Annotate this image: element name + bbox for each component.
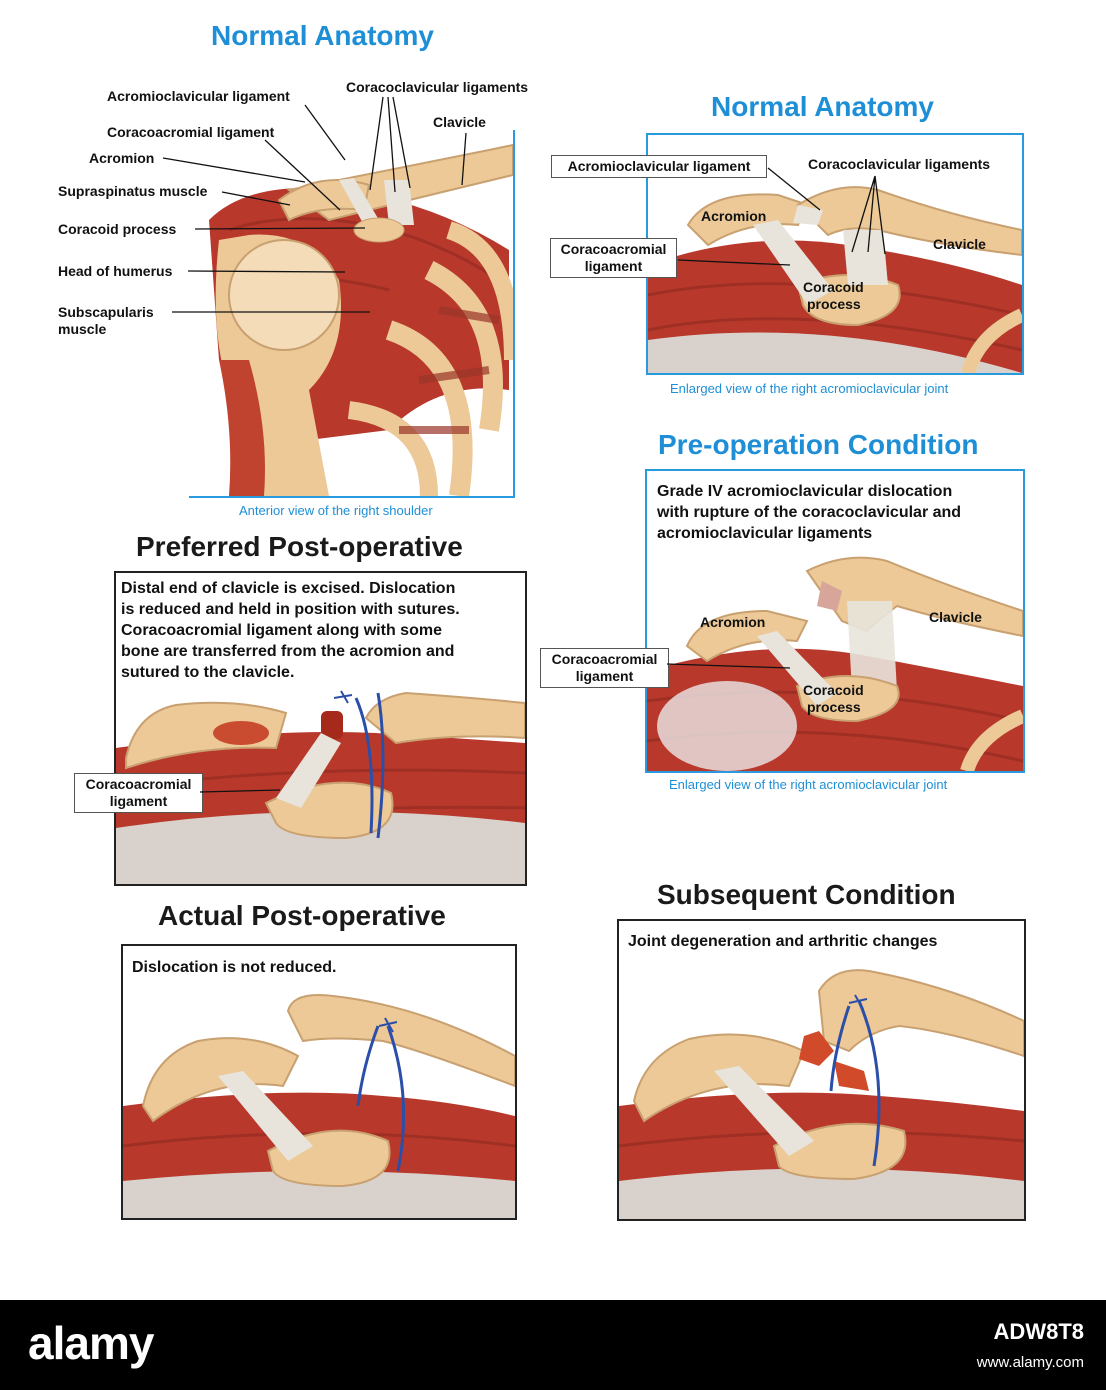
label-coracoid-line1-3: Coracoid: [803, 682, 864, 698]
preop-desc-line2: with rupture of the coracoclavicular and: [657, 504, 962, 521]
label-clavicle-2: Clavicle: [933, 236, 986, 252]
label-clavicle-3: Clavicle: [929, 609, 982, 625]
alamy-logo: alamy: [28, 1317, 154, 1369]
anterior-caption: Anterior view of the right shoulder: [239, 503, 433, 518]
watermark-footer: alamy ADW8T8 www.alamy.com: [0, 1300, 1106, 1390]
label-clavicle: Clavicle: [433, 114, 486, 130]
label-coracoclavicular-ligaments-2: Coracoclavicular ligaments: [808, 156, 991, 172]
coracoacromial-line1: Coracoacromial: [560, 241, 667, 257]
preferred-desc-line3: Coracoacromial ligament along with some: [121, 622, 442, 639]
label-coracoacromial-box-4: Coracoacromial ligament: [74, 773, 203, 813]
subsequent-illustration: [619, 921, 1024, 1219]
coracoacromial-line1-3: Coracoacromial: [551, 651, 658, 667]
label-subscapularis-line1: Subscapularis: [58, 304, 154, 320]
preferred-desc-line1: Distal end of clavicle is excised. Dislo…: [121, 580, 456, 597]
preferred-description: Distal end of clavicle is excised. Dislo…: [121, 578, 460, 683]
enlarged-normal-caption: Enlarged view of the right acromioclavic…: [670, 381, 949, 396]
coracoacromial-line2-4: ligament: [109, 793, 168, 809]
subsequent-panel: [617, 919, 1026, 1221]
coracoacromial-line2: ligament: [584, 258, 643, 274]
actual-illustration: [123, 946, 515, 1218]
label-coracoid-line2-3: process: [807, 699, 861, 715]
label-supraspinatus-muscle: Supraspinatus muscle: [58, 183, 208, 199]
label-acromion-3: Acromion: [700, 614, 766, 630]
label-acromion: Acromion: [89, 150, 155, 166]
preop-title: Pre-operation Condition: [658, 429, 979, 460]
coracoacromial-line1-4: Coracoacromial: [85, 776, 192, 792]
enlarged-normal-title: Normal Anatomy: [711, 91, 935, 122]
anterior-view-illustration: [189, 130, 513, 496]
label-acromion-2: Acromion: [701, 208, 767, 224]
label-coracoclavicular-ligaments: Coracoclavicular ligaments: [346, 79, 529, 95]
label-coracoacromial-box-3: Coracoacromial ligament: [540, 648, 669, 688]
anterior-view-panel: [189, 130, 515, 498]
label-coracoid-line2: process: [807, 296, 861, 312]
footer-url[interactable]: www.alamy.com: [976, 1354, 1084, 1371]
subsequent-desc-line1: Joint degeneration and arthritic changes: [628, 933, 938, 950]
preferred-desc-line5: sutured to the clavicle.: [121, 664, 295, 681]
actual-panel: [121, 944, 517, 1220]
preferred-panel: [114, 571, 527, 886]
label-coracoacromial-box: Coracoacromial ligament: [550, 238, 677, 278]
preop-description: Grade IV acromioclavicular dislocation w…: [657, 481, 961, 544]
actual-title: Actual Post-operative: [158, 900, 446, 931]
enlarged-normal-panel: [646, 133, 1024, 375]
label-head-of-humerus: Head of humerus: [58, 263, 173, 279]
preop-panel: [645, 469, 1025, 773]
label-coracoid-process: Coracoid process: [58, 221, 177, 237]
actual-description: Dislocation is not reduced.: [132, 957, 336, 978]
preop-illustration: [647, 471, 1023, 771]
image-code: ADW8T8: [993, 1319, 1084, 1344]
label-subscapularis-line2: muscle: [58, 321, 107, 337]
preop-caption: Enlarged view of the right acromioclavic…: [669, 777, 948, 792]
preferred-desc-line2: is reduced and held in position with sut…: [121, 601, 460, 618]
preop-desc-line3: acromioclavicular ligaments: [657, 525, 873, 542]
preferred-illustration: [116, 573, 525, 884]
coracoacromial-line2-3: ligament: [575, 668, 634, 684]
subsequent-description: Joint degeneration and arthritic changes: [628, 931, 937, 952]
subsequent-title: Subsequent Condition: [657, 879, 956, 910]
anterior-title: Normal Anatomy: [211, 20, 435, 51]
label-coracoacromial-ligament: Coracoacromial ligament: [107, 124, 275, 140]
preferred-title: Preferred Post-operative: [136, 531, 463, 562]
preop-desc-line1: Grade IV acromioclavicular dislocation: [657, 483, 953, 500]
actual-desc-line1: Dislocation is not reduced.: [132, 959, 337, 976]
label-acromioclavicular-ligament-box: Acromioclavicular ligament: [551, 155, 767, 178]
label-acromioclavicular-ligament: Acromioclavicular ligament: [107, 88, 290, 104]
label-coracoid-line1: Coracoid: [803, 279, 864, 295]
preferred-desc-line4: bone are transferred from the acromion a…: [121, 643, 455, 660]
